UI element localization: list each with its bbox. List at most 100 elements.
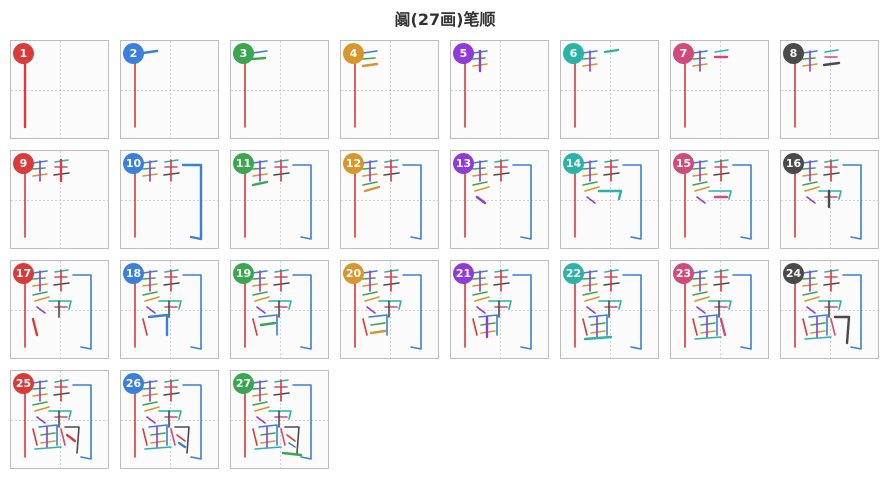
character-stroke: [179, 443, 185, 447]
step-number-badge: 26: [123, 373, 144, 394]
character-stroke: [835, 317, 849, 343]
character-stroke: [37, 417, 45, 423]
character-stroke: [253, 168, 265, 169]
character-stroke: [367, 307, 375, 313]
step-number-badge: 25: [13, 373, 34, 394]
character-stroke: [285, 427, 299, 453]
character-stroke: [35, 297, 49, 301]
character-stroke: [803, 58, 815, 59]
character-stroke: [583, 319, 587, 335]
step-number-badge: 11: [233, 153, 254, 174]
character-stroke: [585, 297, 599, 301]
character-stroke: [33, 278, 45, 279]
character-stroke: [253, 319, 257, 335]
character-stroke: [143, 51, 157, 53]
character-stroke: [175, 427, 189, 453]
character-stroke: [73, 275, 91, 349]
stroke-step-cell: 11: [230, 150, 329, 249]
step-number-badge: 10: [123, 153, 144, 174]
character-stroke: [33, 402, 47, 405]
character-stroke: [473, 182, 487, 185]
character-stroke: [475, 187, 489, 191]
character-stroke: [363, 51, 377, 53]
step-number-badge: 7: [673, 43, 694, 64]
character-stroke: [599, 191, 621, 199]
character-stroke: [811, 323, 825, 325]
character-stroke: [253, 51, 267, 53]
character-stroke: [363, 168, 375, 169]
character-stroke: [477, 307, 485, 313]
character-stroke: [587, 197, 595, 203]
stroke-step-cell: 4: [340, 40, 439, 139]
character-stroke: [693, 278, 705, 279]
character-stroke: [513, 275, 531, 349]
step-number-badge: 12: [343, 153, 364, 174]
character-stroke: [253, 58, 265, 59]
character-stroke: [693, 182, 707, 185]
character-stroke: [255, 297, 269, 301]
character-stroke: [701, 323, 715, 325]
character-stroke: [693, 292, 707, 295]
character-stroke: [591, 323, 605, 325]
character-stroke: [41, 441, 55, 443]
stroke-step-cell: 26: [120, 370, 219, 469]
character-stroke: [803, 168, 815, 169]
character-stroke: [583, 168, 595, 169]
character-stroke: [831, 319, 835, 335]
character-stroke: [255, 447, 281, 449]
character-stroke: [824, 63, 839, 65]
step-number-badge: 23: [673, 263, 694, 284]
character-stroke: [281, 429, 285, 445]
character-stroke: [477, 197, 485, 203]
character-stroke: [145, 297, 159, 301]
character-stroke: [289, 443, 295, 447]
character-stroke: [371, 323, 385, 325]
character-stroke: [253, 388, 265, 389]
stroke-step-cell: 10: [120, 150, 219, 249]
character-stroke: [33, 168, 45, 169]
step-number-badge: 13: [453, 153, 474, 174]
character-stroke: [583, 292, 597, 295]
character-stroke: [253, 429, 257, 445]
step-number-badge: 18: [123, 263, 144, 284]
character-stroke: [695, 297, 709, 301]
character-stroke: [255, 407, 269, 411]
character-stroke: [473, 278, 485, 279]
stroke-step-cell: 14: [560, 150, 659, 249]
character-stroke: [363, 182, 377, 185]
character-stroke: [475, 297, 489, 301]
character-stroke: [473, 292, 487, 295]
character-stroke: [805, 337, 831, 339]
character-stroke: [143, 402, 157, 405]
step-number-badge: 3: [233, 43, 254, 64]
step-number-badge: 14: [563, 153, 584, 174]
character-stroke: [37, 307, 45, 313]
character-stroke: [697, 307, 705, 313]
stroke-step-cell: 21: [450, 260, 549, 359]
character-stroke: [253, 402, 267, 405]
character-stroke: [843, 165, 861, 239]
character-stroke: [33, 319, 37, 335]
character-stroke: [363, 64, 377, 66]
character-stroke: [807, 307, 815, 313]
character-stroke: [803, 292, 817, 295]
stroke-step-cell: 7: [670, 40, 769, 139]
stroke-step-cell: 1: [10, 40, 109, 139]
character-stroke: [183, 275, 201, 349]
character-stroke: [151, 433, 165, 435]
character-stroke: [35, 407, 49, 411]
character-stroke: [587, 307, 595, 313]
stroke-step-cell: 9: [10, 150, 109, 249]
character-stroke: [253, 278, 265, 279]
character-stroke: [811, 331, 825, 333]
character-stroke: [591, 331, 605, 333]
character-stroke: [363, 278, 375, 279]
step-number-badge: 15: [673, 153, 694, 174]
character-stroke: [257, 417, 265, 423]
character-stroke: [843, 275, 861, 349]
stroke-step-cell: 6: [560, 40, 659, 139]
character-stroke: [35, 447, 61, 449]
character-stroke: [183, 165, 201, 239]
step-number-badge: 19: [233, 263, 254, 284]
character-stroke: [171, 429, 175, 445]
